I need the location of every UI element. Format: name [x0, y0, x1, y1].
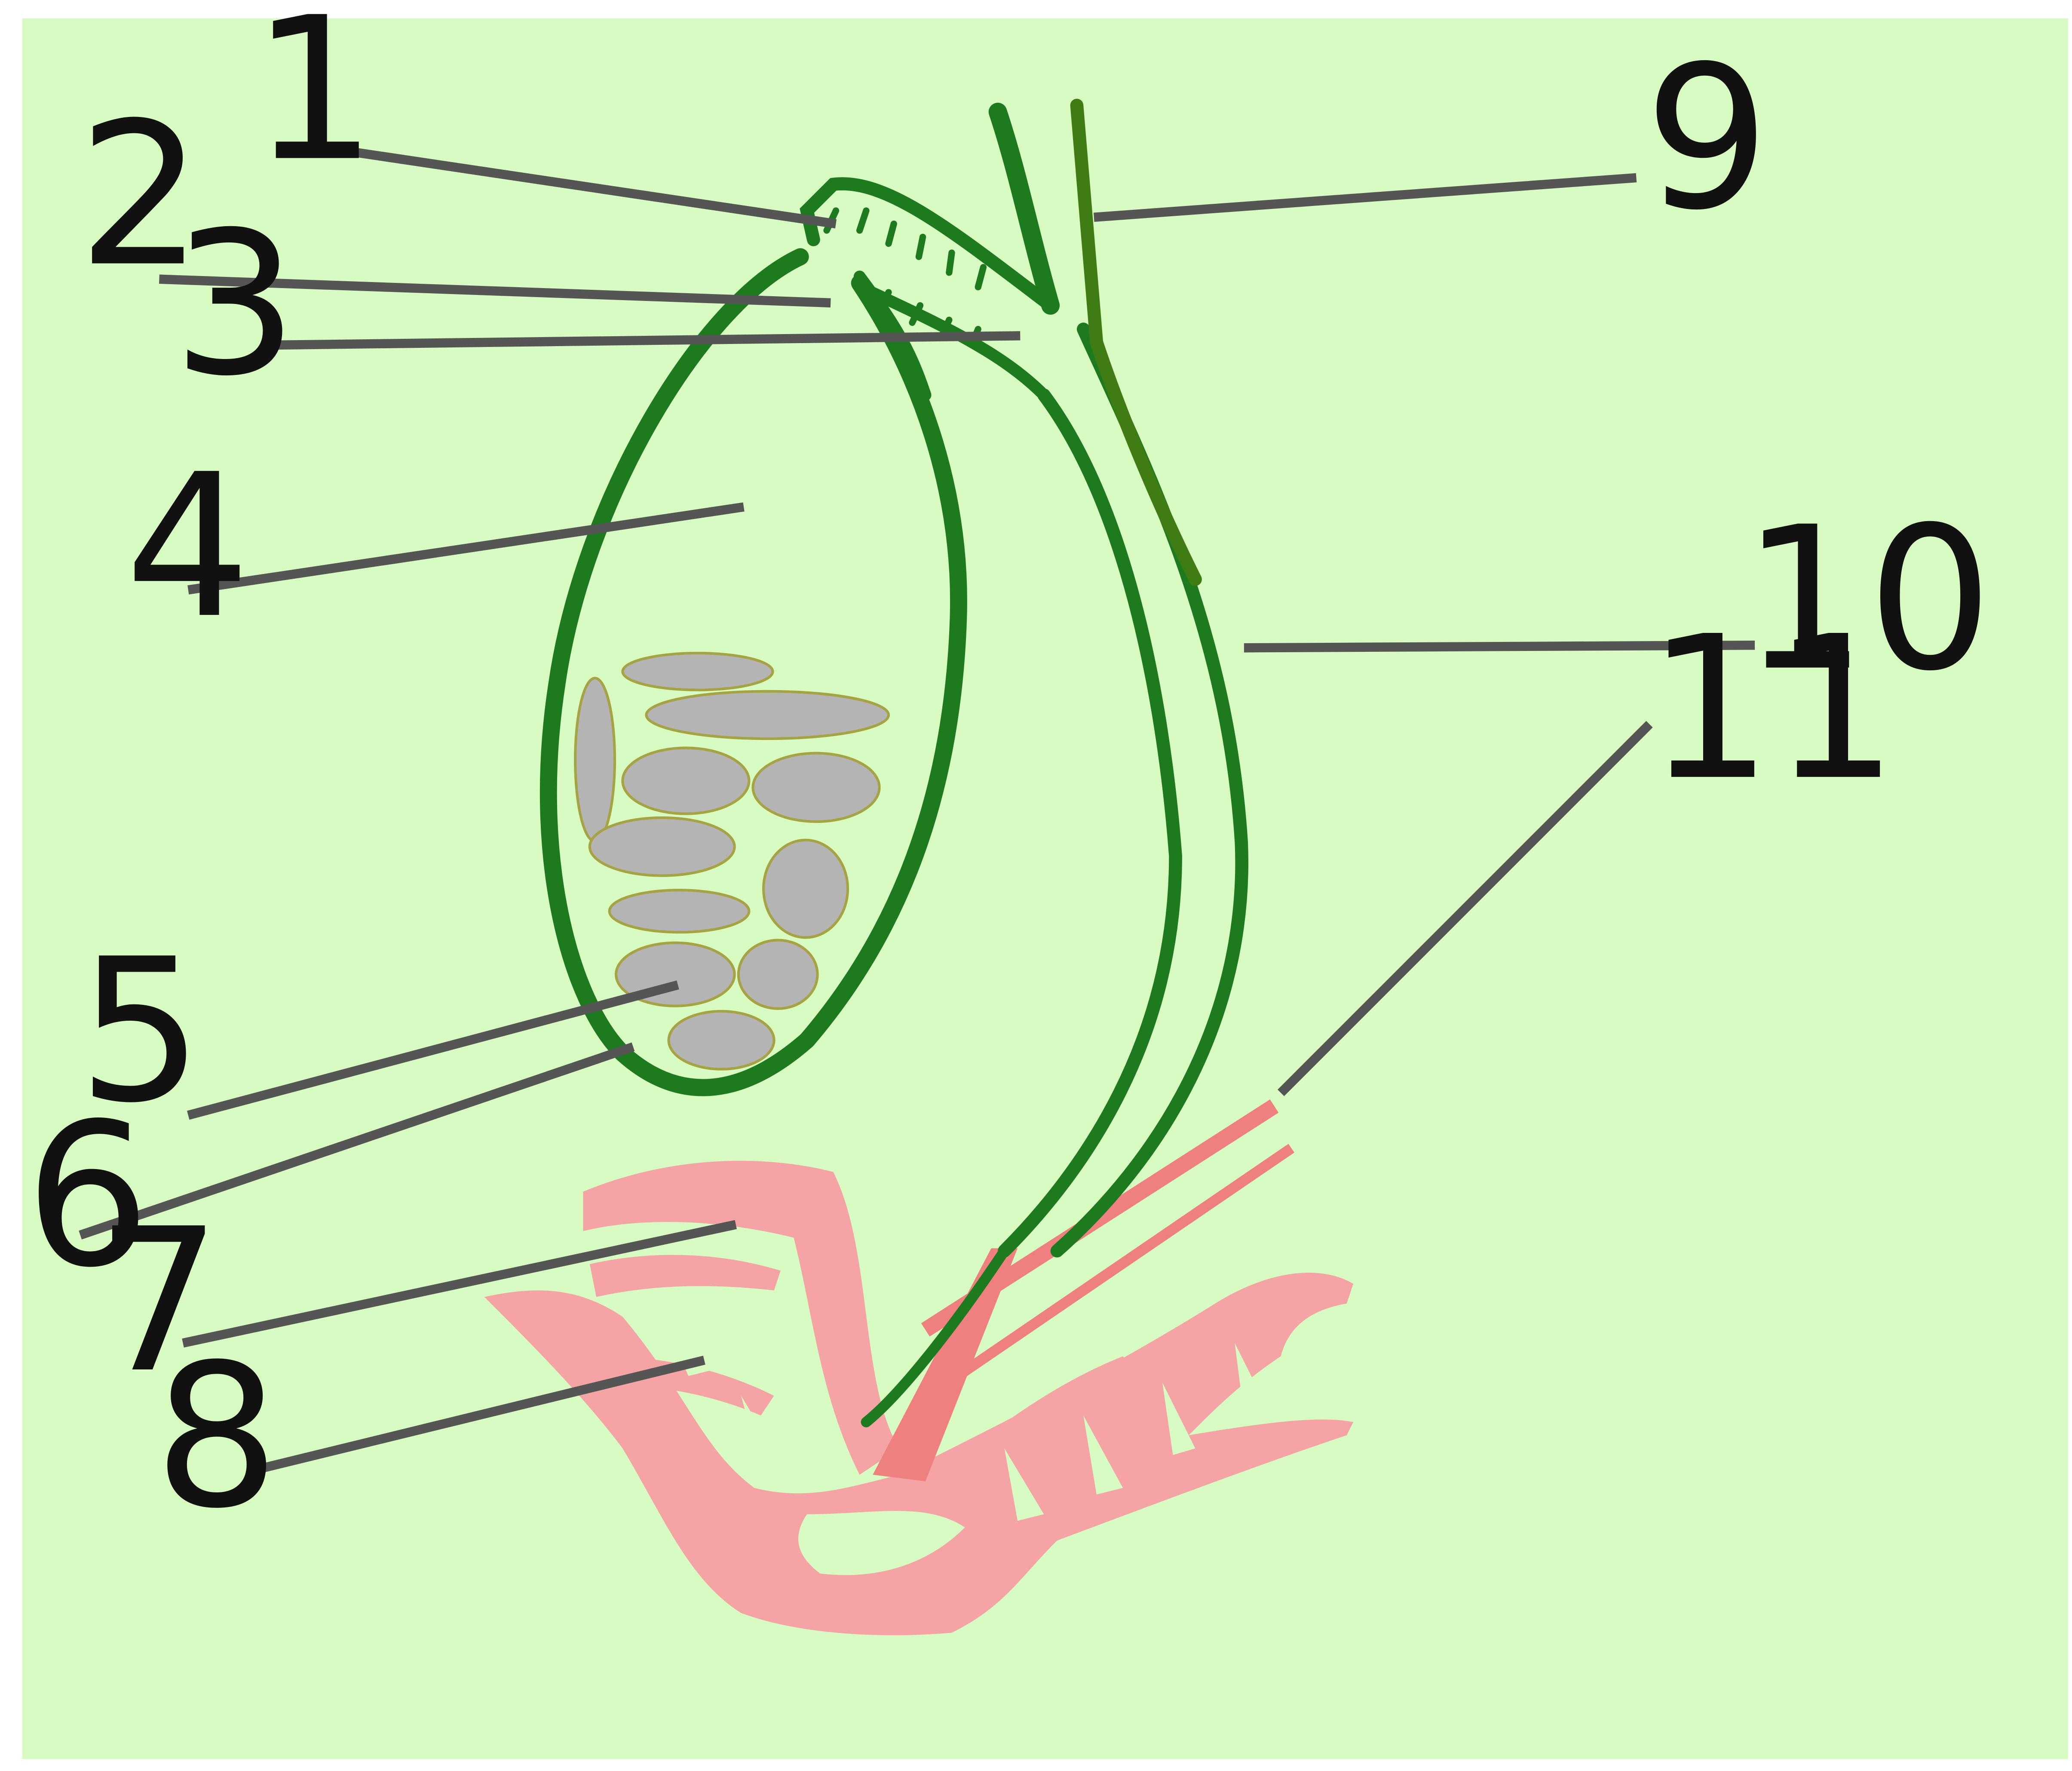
label-4: 4 [125, 432, 251, 662]
label-8: 8 [154, 1322, 279, 1552]
label-1: 1 [251, 0, 377, 205]
label-9: 9 [1644, 24, 1770, 254]
label-3: 3 [172, 190, 298, 420]
label-11: 11 [1647, 594, 1898, 824]
